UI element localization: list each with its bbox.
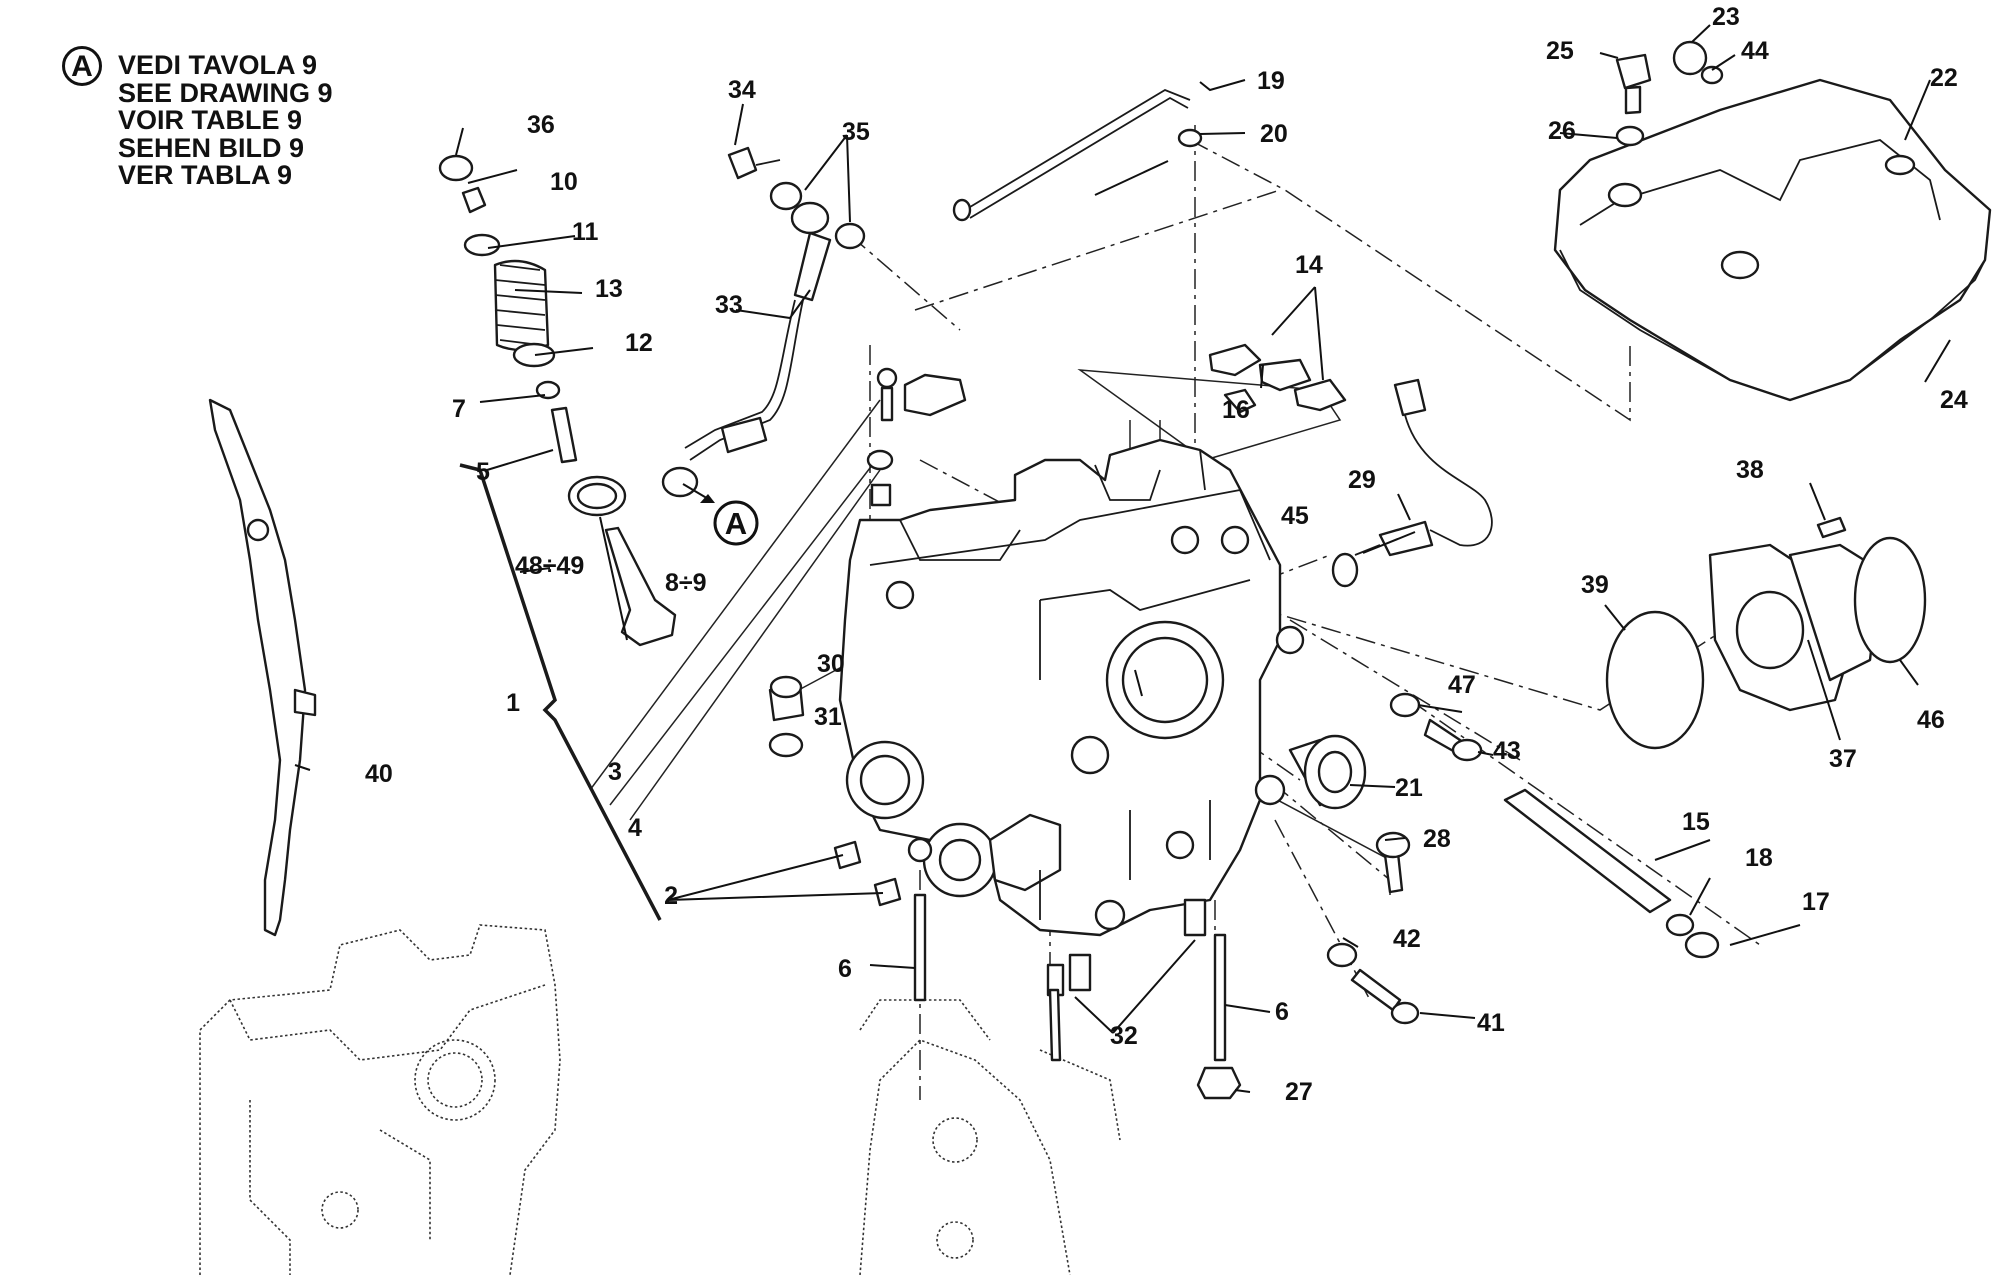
grub-screws [833,840,902,907]
callout-32: 32 [1110,1022,1138,1050]
callout-34: 34 [728,76,756,104]
callout-7: 7 [452,395,466,423]
callout-36: 36 [527,111,555,139]
rocker-support [866,367,967,507]
callout-28: 28 [1423,825,1451,853]
callout-35: 35 [842,118,870,146]
callout-40: 40 [365,760,393,788]
callout-4: 4 [628,814,642,842]
callout-14: 14 [1295,251,1323,279]
rocker-shaft [1503,788,1720,959]
note-line-german: SEHEN BILD 9 [118,132,305,163]
callout-19: 19 [1257,67,1285,95]
callout-10: 10 [550,168,578,196]
callout-23: 23 [1712,3,1740,31]
bearing [1288,734,1367,810]
plug-washer [768,675,805,758]
callout-8-9: 8÷9 [665,569,707,597]
breather-pipe [952,88,1203,222]
lower-cylinder-ghost [199,924,1121,1275]
intake-manifold [1605,516,1927,750]
cylinder-head [838,438,1305,937]
callout-30: 30 [817,650,845,678]
callout-21: 21 [1395,774,1423,802]
callout-24: 24 [1940,386,1968,414]
callout-labels: 1 2 3 4 5 6 6 7 8÷9 10 11 12 13 14 15 16… [365,3,1968,1106]
callout-11: 11 [572,218,599,246]
callout-42: 42 [1393,925,1421,953]
reference-marker-a: A [713,500,759,546]
callout-39: 39 [1581,571,1609,599]
callout-6a: 6 [838,955,852,983]
callout-6b: 6 [1275,998,1289,1026]
callout-18: 18 [1745,844,1773,872]
chain-guide [208,398,317,937]
cam-followers [1208,343,1347,414]
reference-badge-a: A [62,46,102,86]
callout-1: 1 [506,689,520,717]
temperature-sensor [1354,378,1493,557]
callout-27: 27 [1285,1078,1313,1106]
callout-41: 41 [1477,1009,1505,1037]
callout-43: 43 [1493,737,1521,765]
callout-37: 37 [1829,745,1857,773]
callout-20: 20 [1260,120,1288,148]
oil-feed-pipe [661,146,866,503]
callout-47: 47 [1448,671,1476,699]
callout-13: 13 [595,275,623,303]
callout-33: 33 [715,291,743,319]
reference-marker-label: A [725,506,747,541]
callout-26: 26 [1548,117,1576,145]
callout-12: 12 [625,329,653,357]
callout-2: 2 [664,882,678,910]
callout-16: 16 [1222,396,1250,424]
callout-45: 45 [1281,502,1309,530]
note-line-english: SEE DRAWING 9 [118,77,333,108]
callout-44: 44 [1741,37,1769,65]
callout-5: 5 [476,458,490,486]
callout-25: 25 [1546,37,1574,65]
studs-and-dowels [913,893,1242,1100]
valve-cover [1553,40,1992,402]
callout-38: 38 [1736,456,1764,484]
valve-assembly [438,154,677,647]
callout-leaders [294,24,1951,1093]
callout-31: 31 [814,703,842,731]
note-line-french: VOIR TABLE 9 [118,105,303,135]
note-line-italian: VEDI TAVOLA 9 [118,50,318,80]
callout-46: 46 [1917,706,1945,734]
group-bracket [459,463,662,921]
callout-3: 3 [608,758,622,786]
callout-17: 17 [1802,888,1830,916]
callout-29: 29 [1348,466,1376,494]
note-line-spanish: VER TABLA 9 [118,160,293,190]
callout-15: 15 [1682,808,1710,836]
callout-48-49: 48÷49 [515,552,584,580]
callout-22: 22 [1930,64,1958,92]
